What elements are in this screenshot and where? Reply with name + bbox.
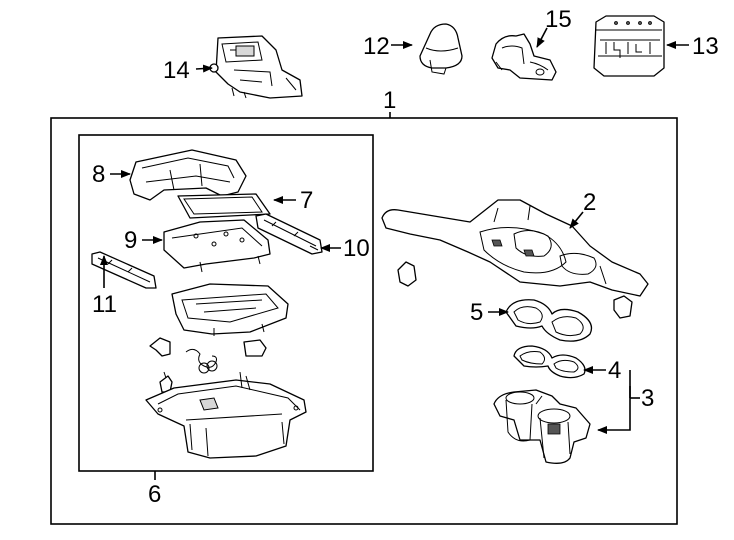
part-5-cup-holder-trim [505, 299, 593, 342]
part-9-tray-panel [163, 219, 271, 273]
part-15-bracket [491, 33, 557, 81]
console-assembly-frame [50, 117, 678, 525]
callout-5: 5 [470, 299, 483, 326]
part-13-switch-block [593, 15, 665, 77]
callout-8: 8 [92, 161, 105, 188]
part-12-shift-knob [419, 23, 463, 75]
callout-3: 3 [641, 385, 654, 412]
callout-12: 12 [363, 33, 390, 60]
console-panel-clips [397, 261, 633, 319]
console-tray [171, 283, 289, 336]
leader-lines [100, 27, 689, 480]
console-compartment-box [145, 371, 307, 459]
callout-15: 15 [545, 6, 572, 33]
callout-1: 1 [383, 87, 396, 114]
part-4-cup-holder-gasket [513, 345, 586, 379]
part-2-console-panel [381, 199, 649, 297]
callout-10: 10 [343, 235, 370, 262]
callout-7: 7 [300, 187, 313, 214]
part-10-side-rail [255, 213, 323, 255]
small-clips-and-springs [149, 337, 267, 393]
callout-9: 9 [124, 227, 137, 254]
part-11-side-rail [91, 251, 157, 289]
part-3-cup-holder [493, 389, 591, 464]
compartment-subassembly-frame [78, 134, 374, 472]
part-8-console-lid [129, 149, 247, 201]
callout-6: 6 [148, 481, 161, 508]
callout-2: 2 [583, 189, 596, 216]
callout-13: 13 [692, 33, 719, 60]
callout-11: 11 [92, 291, 117, 318]
part-14-shift-lever-assembly [209, 35, 303, 99]
callout-4: 4 [608, 357, 621, 384]
part-7-lid-pad [177, 193, 271, 219]
callout-14: 14 [163, 57, 190, 84]
